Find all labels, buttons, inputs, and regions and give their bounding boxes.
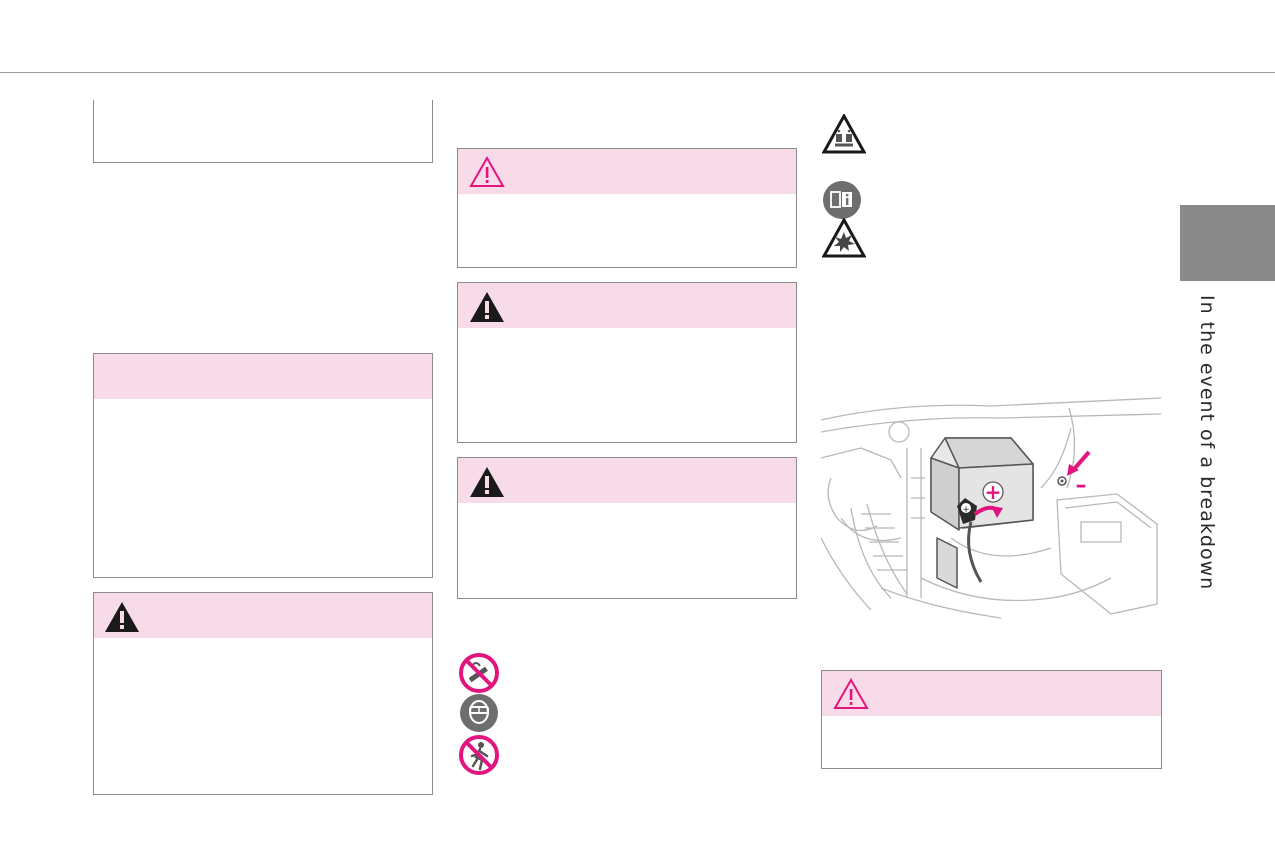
- caution-header: [822, 671, 1161, 716]
- caution-header: [458, 149, 796, 194]
- caution-box-col2: [457, 148, 797, 268]
- positive-terminal-label: +: [985, 480, 1002, 504]
- corrosive-icon: [822, 114, 866, 154]
- warning-header: [458, 283, 796, 328]
- note-box-1: [93, 100, 433, 163]
- read-manual-icon: [823, 181, 861, 219]
- eye-protection-icon: [460, 694, 498, 732]
- header-rule: [0, 72, 1275, 73]
- warning-header: [458, 458, 796, 503]
- warning-icon: [105, 602, 139, 632]
- negative-terminal-label: –: [1076, 473, 1087, 498]
- caution-icon: [469, 156, 505, 187]
- caution-box-col3: [821, 670, 1162, 769]
- svg-text:+: +: [962, 505, 970, 515]
- warning-icon: [470, 467, 504, 497]
- caution-icon: [833, 678, 869, 709]
- warning-header: [94, 593, 432, 638]
- warning-box-col1: [93, 592, 433, 795]
- warning-icon: [470, 292, 504, 322]
- warning-box-col2-b: [457, 457, 797, 599]
- chapter-title: In the event of a breakdown: [1196, 295, 1218, 591]
- note-box-2: [93, 353, 433, 578]
- note-header: [94, 354, 432, 399]
- keep-children-away-icon: [459, 735, 499, 775]
- warning-box-col2-a: [457, 282, 797, 443]
- explosive-icon: [822, 218, 866, 258]
- chapter-tab: [1180, 205, 1275, 281]
- battery-terminal-figure: + + –: [821, 397, 1161, 619]
- no-smoking-icon: [459, 653, 499, 693]
